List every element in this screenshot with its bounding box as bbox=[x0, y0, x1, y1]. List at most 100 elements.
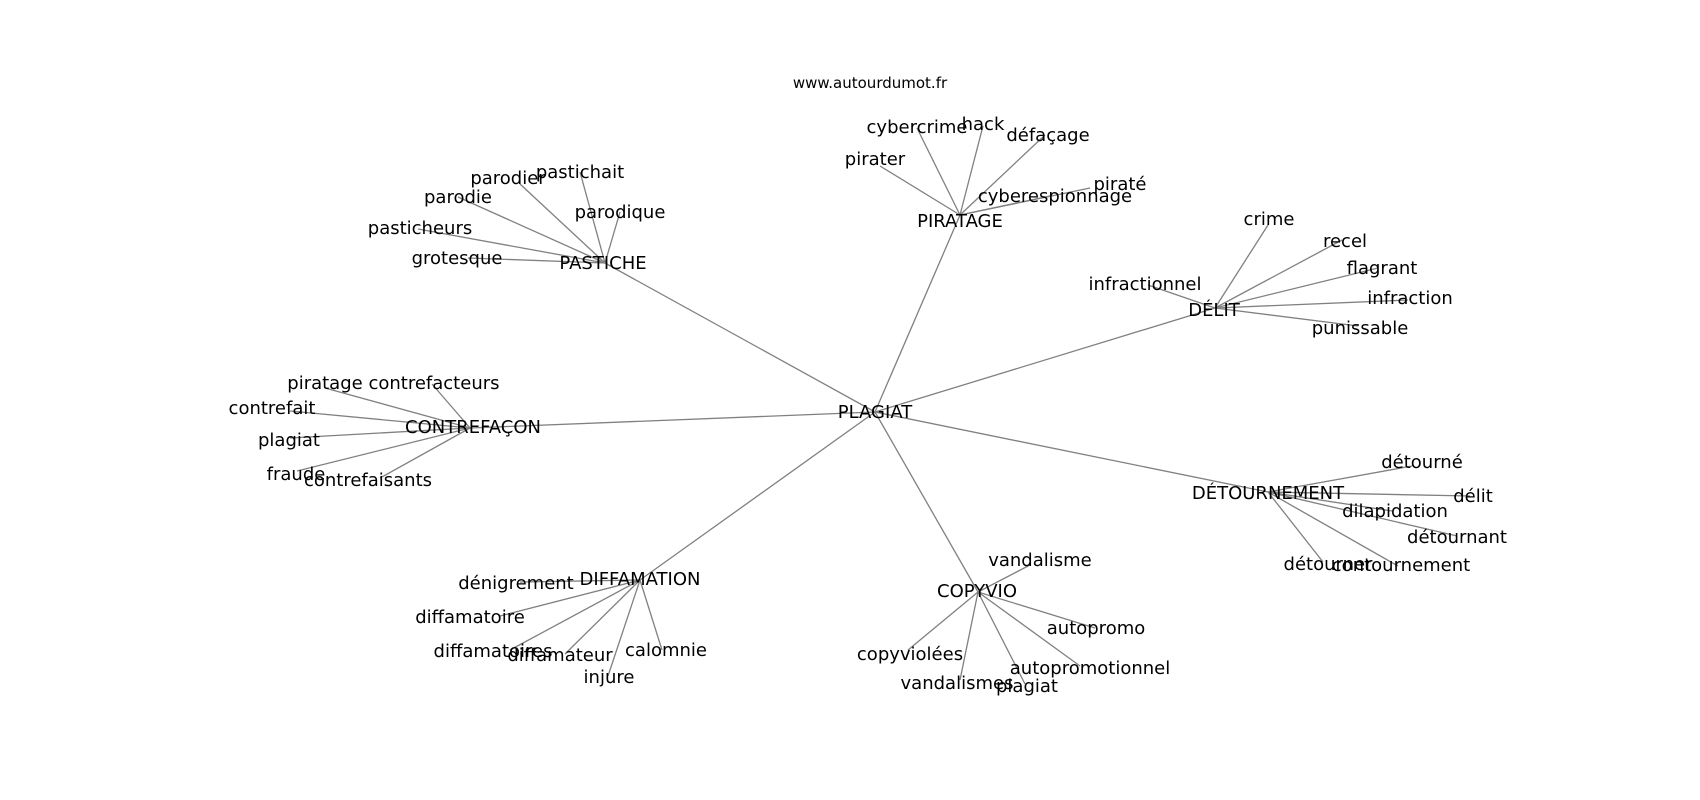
leaf-node-contrefaisants[interactable]: contrefaisants bbox=[304, 470, 432, 491]
leaf-node-pirater[interactable]: pirater bbox=[845, 149, 906, 170]
leaf-node-diffamateur[interactable]: diffamateur bbox=[507, 645, 613, 666]
leaf-node-crime[interactable]: crime bbox=[1244, 209, 1295, 230]
leaf-node-recel[interactable]: recel bbox=[1323, 231, 1367, 252]
hub-node-delit[interactable]: DÉLIT bbox=[1188, 299, 1241, 321]
edge-diffamation-diffamatoire bbox=[499, 579, 641, 617]
edge-delit-infraction bbox=[1214, 299, 1409, 309]
leaf-node-contrefacteurs[interactable]: contrefacteurs bbox=[368, 373, 499, 394]
edge-detournement-dilapidation bbox=[1267, 491, 1393, 512]
leaf-node-hack[interactable]: hack bbox=[962, 114, 1005, 135]
edge-piratage-cybercrime bbox=[916, 127, 961, 216]
edge-copyvio-vandalismes bbox=[959, 591, 979, 681]
edge-contrefacon-plagiat bbox=[289, 427, 471, 439]
edge-piratage-pirater bbox=[879, 165, 961, 216]
leaf-node-contrefait[interactable]: contrefait bbox=[229, 398, 316, 419]
edge-pastiche-grotesque bbox=[467, 257, 606, 264]
edge-detournement-contournement bbox=[1267, 491, 1399, 567]
leaf-node-grotesque[interactable]: grotesque bbox=[412, 248, 503, 269]
edge-copyvio-vandalisme bbox=[977, 564, 1031, 593]
center-node[interactable]: PLAGIAT bbox=[838, 402, 913, 423]
edge-pastiche-pasticheurs bbox=[417, 228, 606, 264]
edge-center-copyvio bbox=[874, 411, 979, 593]
leaf-node-punissable[interactable]: punissable bbox=[1312, 318, 1409, 339]
edge-diffamation-diffamatoires bbox=[509, 579, 641, 651]
leaf-node-calomnie[interactable]: calomnie bbox=[625, 640, 707, 661]
edge-center-piratage bbox=[874, 214, 961, 413]
edge-delit-punissable bbox=[1214, 307, 1359, 327]
source-label: www.autourdumot.fr bbox=[793, 74, 948, 92]
edge-center-delit bbox=[874, 307, 1216, 413]
edge-diffamation-diffamateur bbox=[564, 579, 641, 655]
edge-diffamation-calomnie bbox=[639, 579, 663, 651]
hub-node-diffamation[interactable]: DIFFAMATION bbox=[580, 569, 701, 590]
edge-delit-infractionnel bbox=[1147, 284, 1216, 309]
leaf-node-parodique[interactable]: parodique bbox=[575, 202, 666, 223]
hub-node-detournement[interactable]: DÉTOURNEMENT bbox=[1192, 482, 1345, 504]
leaf-node-pasticheurs[interactable]: pasticheurs bbox=[368, 218, 472, 239]
leaf-node-detourne[interactable]: détourné bbox=[1381, 452, 1463, 473]
leaf-node-piratage[interactable]: piratage bbox=[287, 373, 362, 394]
hub-node-copyvio[interactable]: COPYVIO bbox=[937, 581, 1017, 602]
edge-center-pastiche bbox=[604, 262, 876, 413]
leaf-node-dilapidation[interactable]: dilapidation bbox=[1342, 501, 1448, 522]
leaf-node-delit[interactable]: délit bbox=[1453, 486, 1493, 507]
leaf-node-autopromo[interactable]: autopromo bbox=[1047, 618, 1146, 639]
leaf-node-detourner[interactable]: détourner bbox=[1284, 554, 1374, 575]
leaf-node-detournant[interactable]: détournant bbox=[1407, 527, 1507, 548]
edge-delit-flagrant bbox=[1214, 267, 1379, 309]
edge-pastiche-parodie bbox=[457, 196, 606, 264]
leaf-node-pirate[interactable]: piraté bbox=[1094, 174, 1147, 195]
leaf-node-flagrant[interactable]: flagrant bbox=[1347, 258, 1418, 279]
leaf-node-plagiat[interactable]: plagiat bbox=[996, 676, 1058, 697]
edge-contrefacon-contrefacteurs bbox=[431, 383, 471, 429]
edge-contrefacon-piratage bbox=[324, 387, 471, 429]
edge-diffamation-injure bbox=[607, 579, 641, 677]
edge-pastiche-pastichait bbox=[579, 171, 606, 264]
leaf-node-plagiat[interactable]: plagiat bbox=[258, 430, 320, 451]
leaf-node-copyviolees[interactable]: copyviolées bbox=[857, 644, 963, 665]
edge-copyvio-plagiat bbox=[977, 591, 1026, 685]
leaf-node-autopromotionnel[interactable]: autopromotionnel bbox=[1010, 658, 1170, 679]
edge-copyvio-autopromotionnel bbox=[977, 591, 1081, 667]
edge-pastiche-parodier bbox=[519, 183, 606, 264]
leaf-node-fraude[interactable]: fraude bbox=[267, 464, 326, 485]
edge-center-contrefacon bbox=[469, 411, 876, 429]
edge-copyvio-copyviolees bbox=[907, 591, 979, 651]
leaf-node-parodie[interactable]: parodie bbox=[424, 187, 492, 208]
edge-contrefacon-fraude bbox=[296, 427, 471, 472]
graph-edges bbox=[289, 125, 1471, 685]
edge-center-diffamation bbox=[639, 411, 876, 581]
hub-node-piratage[interactable]: PIRATAGE bbox=[917, 211, 1003, 232]
leaf-node-cyberespionnage[interactable]: cyberespionnage bbox=[978, 186, 1132, 207]
leaf-node-infractionnel[interactable]: infractionnel bbox=[1088, 274, 1201, 295]
edge-contrefacon-contrefaisants bbox=[379, 427, 471, 479]
edge-contrefacon-contrefait bbox=[289, 410, 471, 429]
edge-detournement-delit bbox=[1267, 491, 1471, 497]
leaf-node-parodier[interactable]: parodier bbox=[470, 168, 546, 189]
edge-piratage-defacage bbox=[959, 134, 1046, 216]
leaf-node-injure[interactable]: injure bbox=[584, 667, 635, 688]
leaf-node-defacage[interactable]: défaçage bbox=[1006, 125, 1089, 146]
hub-node-pastiche[interactable]: PASTICHE bbox=[559, 253, 646, 274]
edge-delit-crime bbox=[1214, 224, 1269, 309]
edge-delit-recel bbox=[1214, 239, 1343, 309]
edge-copyvio-autopromo bbox=[977, 591, 1096, 629]
leaf-node-infraction[interactable]: infraction bbox=[1367, 288, 1453, 309]
edge-detournement-detourne bbox=[1267, 465, 1413, 493]
leaf-node-vandalisme[interactable]: vandalisme bbox=[988, 550, 1092, 571]
edge-center-detournement bbox=[874, 411, 1269, 493]
leaf-node-contournement[interactable]: contournement bbox=[1332, 555, 1470, 576]
leaf-node-vandalismes[interactable]: vandalismes bbox=[901, 673, 1014, 694]
leaf-node-denigrement[interactable]: dénigrement bbox=[458, 573, 574, 594]
edge-detournement-detournant bbox=[1267, 491, 1458, 537]
edge-piratage-hack bbox=[959, 125, 984, 216]
edge-detournement-detourner bbox=[1267, 491, 1324, 563]
leaf-node-diffamatoires[interactable]: diffamatoires bbox=[434, 641, 553, 662]
leaf-node-cybercrime[interactable]: cybercrime bbox=[867, 117, 968, 138]
edge-piratage-cyberespionnage bbox=[959, 195, 1051, 216]
leaf-node-pastichait[interactable]: pastichait bbox=[536, 162, 624, 183]
edge-pastiche-parodique bbox=[604, 211, 621, 264]
leaf-node-diffamatoire[interactable]: diffamatoire bbox=[415, 607, 525, 628]
hub-node-contrefacon[interactable]: CONTREFAÇON bbox=[405, 417, 541, 438]
